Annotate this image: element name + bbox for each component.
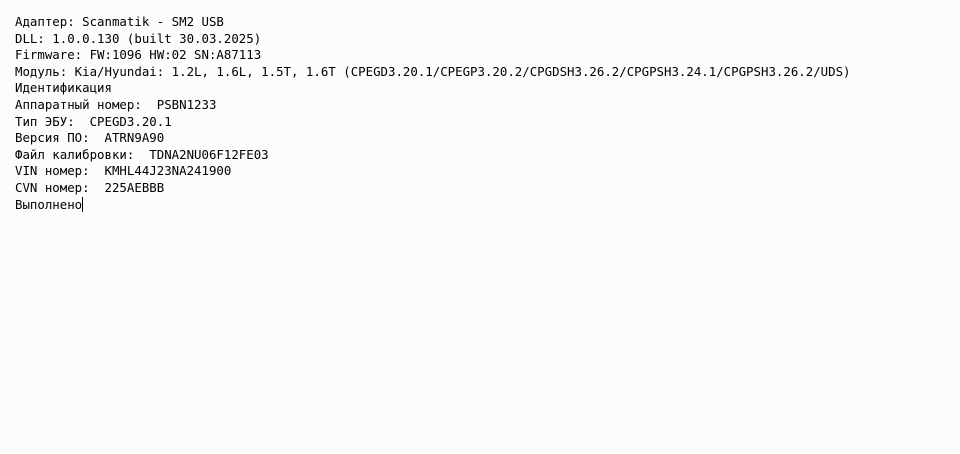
- log-line-dll: DLL: 1.0.0.130 (built 30.03.2025): [15, 30, 262, 46]
- text-cursor: [82, 196, 84, 212]
- log-line-software-version: Версия ПО: ATRN9A90: [15, 130, 165, 146]
- log-line-cvn: CVN номер: 225AEBBB: [15, 179, 165, 195]
- log-line-status: Выполнено: [15, 196, 960, 214]
- log-line-identification: Идентификация: [15, 80, 112, 96]
- status-text: Выполнено: [15, 196, 83, 212]
- log-line-module: Модуль: Kia/Hyundai: 1.2L, 1.6L, 1.5T, 1…: [15, 63, 851, 79]
- log-line-adapter: Адаптер: Scanmatik - SM2 USB: [15, 14, 224, 29]
- log-line-ecu-type: Тип ЭБУ: CPEGD3.20.1: [15, 113, 172, 129]
- log-line-calibration-file: Файл калибровки: TDNA2NU06F12FE03: [15, 146, 269, 162]
- log-line-firmware: Firmware: FW:1096 HW:02 SN:A87113: [15, 47, 262, 63]
- log-line-hardware-number: Аппаратный номер: PSBN1233: [15, 96, 217, 112]
- log-line-vin: VIN номер: KMHL44J23NA241900: [15, 163, 232, 179]
